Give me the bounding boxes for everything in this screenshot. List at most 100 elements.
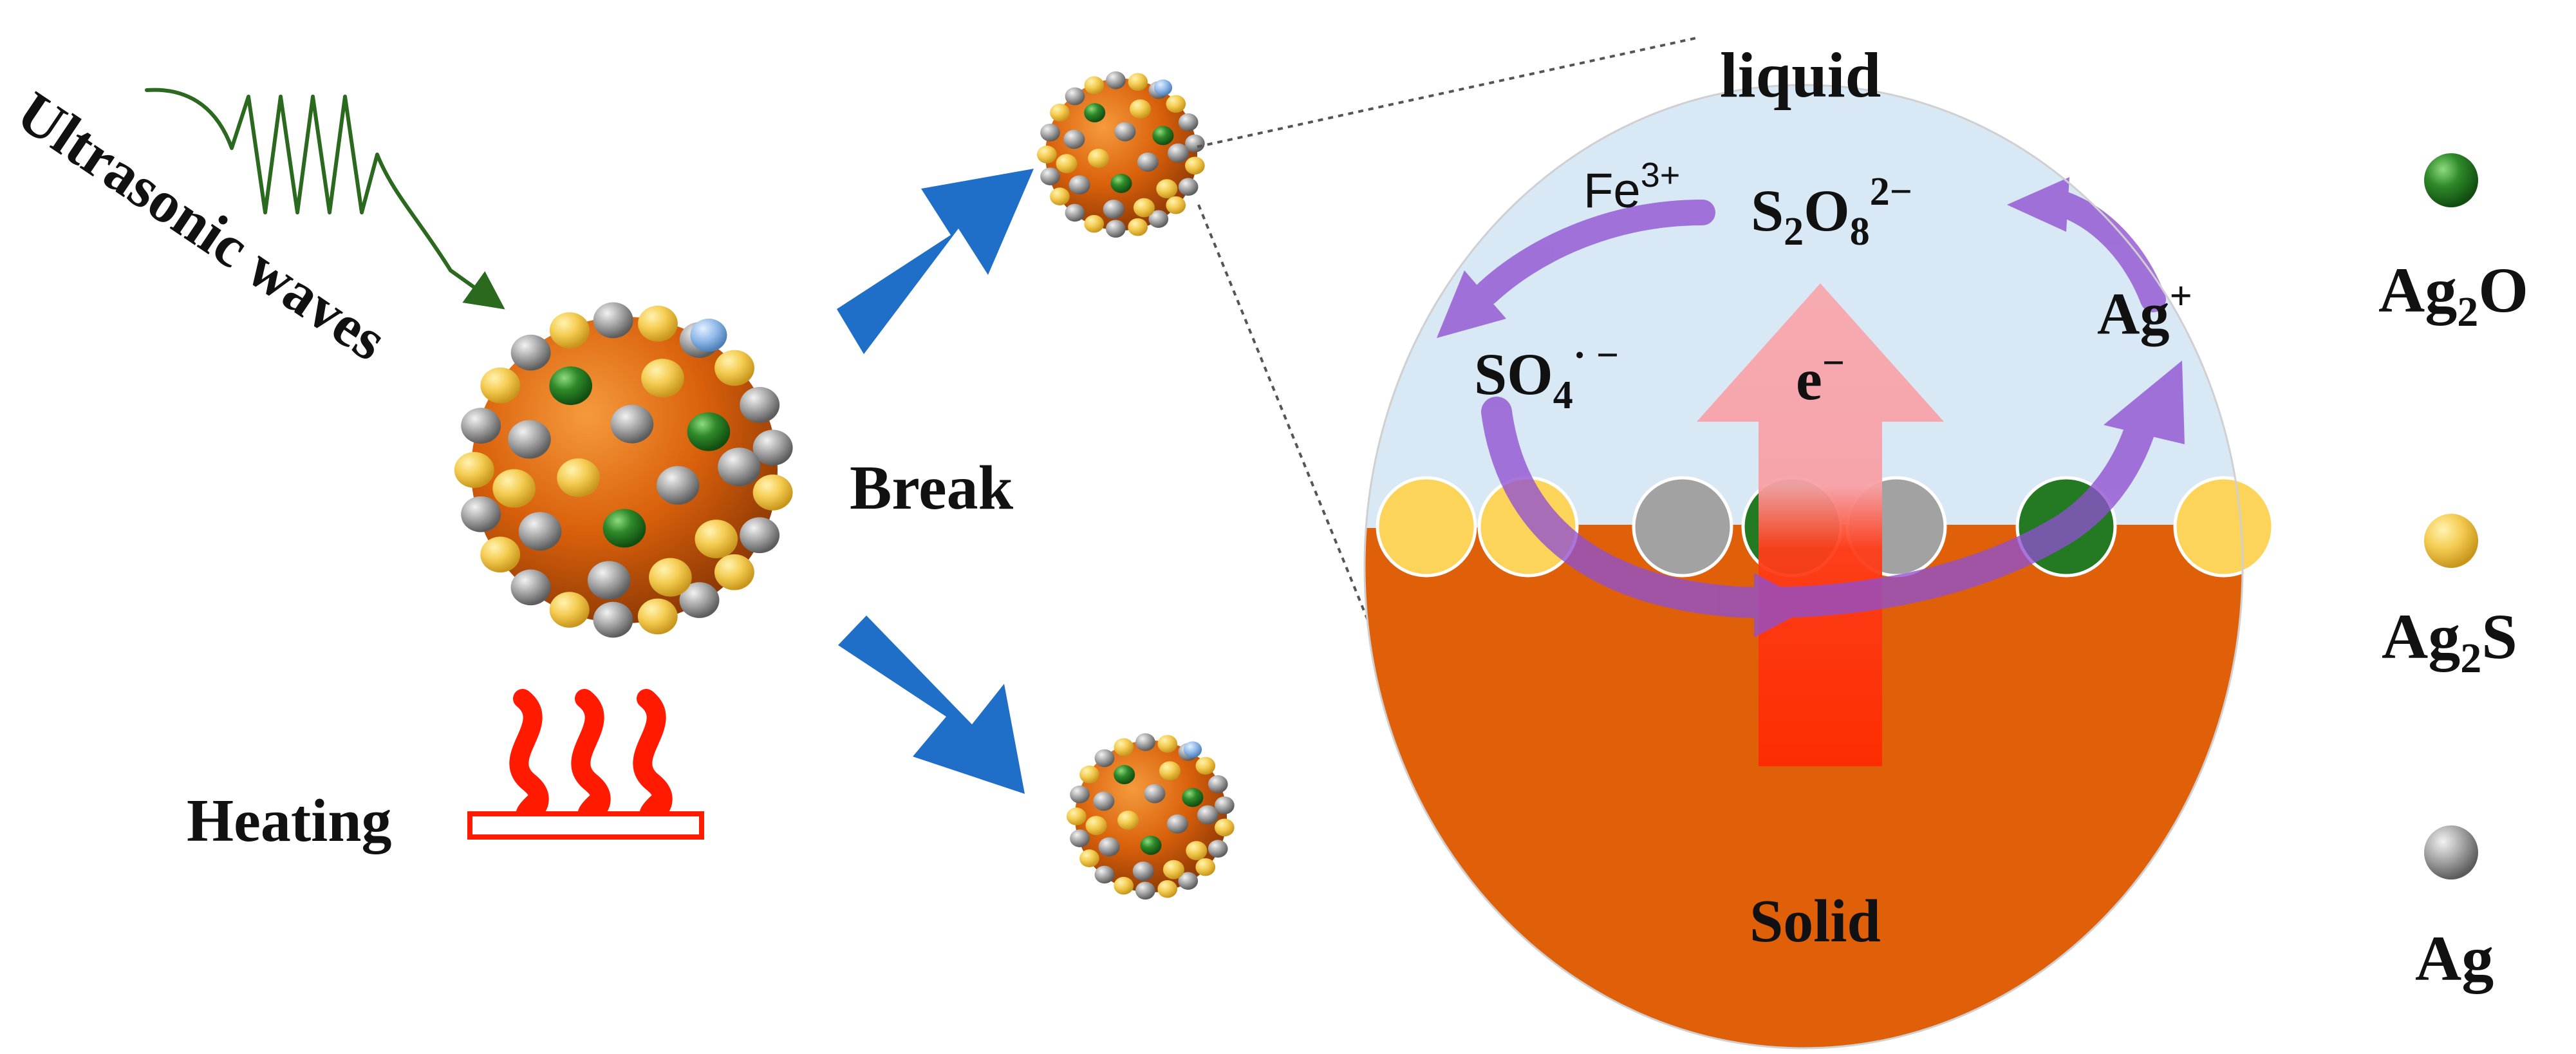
liquid-label: liquid	[1720, 39, 1881, 111]
fe3-label: Fe3+	[1583, 156, 1680, 218]
ag2s-bead	[557, 458, 600, 497]
ag-bead	[740, 517, 780, 554]
ag-bead	[1208, 775, 1228, 793]
ag-bead	[461, 408, 501, 444]
ag2s-bead	[480, 536, 521, 573]
ag-bead	[508, 420, 551, 459]
ag-bead	[1215, 796, 1235, 814]
solid-label: Solid	[1750, 888, 1881, 955]
ag2s-bead	[1088, 149, 1110, 168]
zoom-line-bottom	[1197, 204, 1379, 645]
ag2s-bead	[1114, 876, 1134, 895]
ag-bead	[1065, 203, 1085, 222]
legend-ag-swatch	[2424, 825, 2478, 880]
ag-bead	[610, 404, 654, 444]
ag2s-bead	[638, 305, 678, 342]
legend-ag2o-label: Ag2O	[2378, 254, 2528, 335]
ag2s-bead	[1114, 738, 1134, 757]
break-arrow-up-icon	[837, 169, 1034, 354]
large-nanoparticle	[454, 302, 793, 638]
zoom-line-top	[1197, 36, 1700, 148]
ag-bead	[461, 496, 501, 532]
ag-bead	[1148, 210, 1169, 228]
ag-bead	[1070, 786, 1090, 804]
ag2s-bead	[1079, 849, 1099, 867]
legend-ag2s-swatch	[2424, 514, 2478, 568]
ag2o-bead	[1084, 103, 1106, 122]
ag2s-bead	[1133, 198, 1155, 218]
ag2s-bead	[454, 452, 494, 488]
ag2s-bead	[1185, 156, 1205, 175]
ag-bead	[718, 447, 761, 487]
ag-bead	[656, 466, 700, 505]
ag2s-bead	[1084, 76, 1105, 95]
ag2s-bead	[1117, 811, 1139, 830]
arrow-head-midleft-icon	[1754, 573, 1815, 637]
ag-bead	[1105, 220, 1126, 238]
ag-bead	[1103, 200, 1125, 219]
ag2s-bead	[1157, 880, 1178, 898]
ag2s-bead	[695, 520, 738, 559]
ag2o-bead	[1140, 835, 1162, 855]
ag-bead	[1135, 881, 1155, 900]
ag-bead	[510, 334, 551, 371]
ag-bead	[1178, 178, 1199, 196]
ag2s-bead	[1050, 187, 1070, 205]
ag2s-bead	[752, 475, 793, 511]
heating-label: Heating	[187, 787, 392, 854]
ag2s-bead	[1186, 841, 1208, 860]
arrow-head-so4-icon	[1437, 270, 1506, 338]
ag2s-bead	[1079, 766, 1099, 784]
ag2s-bead	[1037, 146, 1057, 164]
ag2s-bead	[1084, 214, 1105, 233]
ag2s-bead	[1215, 818, 1235, 837]
ag2o-bead	[602, 509, 646, 548]
ag2s-bead	[649, 558, 692, 597]
ag-bead	[740, 387, 780, 423]
ag-bead	[1114, 122, 1136, 142]
ag2s-bead	[1162, 860, 1184, 880]
ag-bead	[679, 582, 720, 618]
ag2s-bead	[1166, 196, 1186, 214]
ag2s-bead	[1195, 757, 1216, 775]
ag2s-bead	[1157, 735, 1178, 753]
ag-bead	[518, 512, 562, 551]
ag-plus-label: Ag+	[2097, 274, 2192, 346]
ag2s-bead	[1128, 73, 1148, 91]
ag-bead	[1208, 840, 1228, 858]
ag2o-bead	[1114, 765, 1135, 784]
small-nanoparticle-top	[1037, 71, 1205, 238]
ag-bead	[1098, 837, 1120, 857]
ag2s-bead	[714, 350, 754, 386]
ag-bead	[593, 302, 633, 339]
ag2o-bead	[1182, 787, 1204, 807]
electron-transfer-arrow-icon	[1697, 283, 1944, 766]
ag2o-bead	[687, 412, 731, 451]
ag-bead	[1135, 733, 1155, 751]
arrow-head-s2o8-icon	[2007, 177, 2069, 232]
ag-bead	[593, 601, 633, 638]
so4-radical-label: SO4· −	[1474, 334, 1619, 417]
ag2s-bead	[1128, 218, 1148, 236]
legend-ag-label: Ag	[2415, 923, 2494, 994]
ag2s-bead	[480, 367, 521, 404]
blue-bead	[1183, 741, 1202, 758]
ag2s-bead	[1159, 761, 1181, 781]
ag2s-bead	[1195, 858, 1216, 876]
small-nanoparticle-bottom	[1067, 733, 1235, 900]
zoom-circle-border	[1363, 84, 2244, 1049]
ag2s-bead	[1056, 154, 1078, 174]
ag-bead	[1132, 861, 1154, 881]
ag-bead	[1178, 872, 1199, 890]
ag-bead	[1070, 829, 1090, 847]
ag-bead	[1040, 124, 1060, 142]
ag-to-s2o8-arrow-icon	[2047, 190, 2166, 312]
blue-bead	[1153, 79, 1173, 96]
ag2s-bead	[637, 598, 678, 635]
ag-bead	[1185, 135, 1205, 153]
ag-bead	[1166, 814, 1188, 834]
ag-bead	[1197, 805, 1219, 825]
blue-bead	[690, 318, 727, 352]
s2o8-label: S2O82−	[1751, 170, 1912, 254]
ag-bead	[1167, 143, 1190, 163]
